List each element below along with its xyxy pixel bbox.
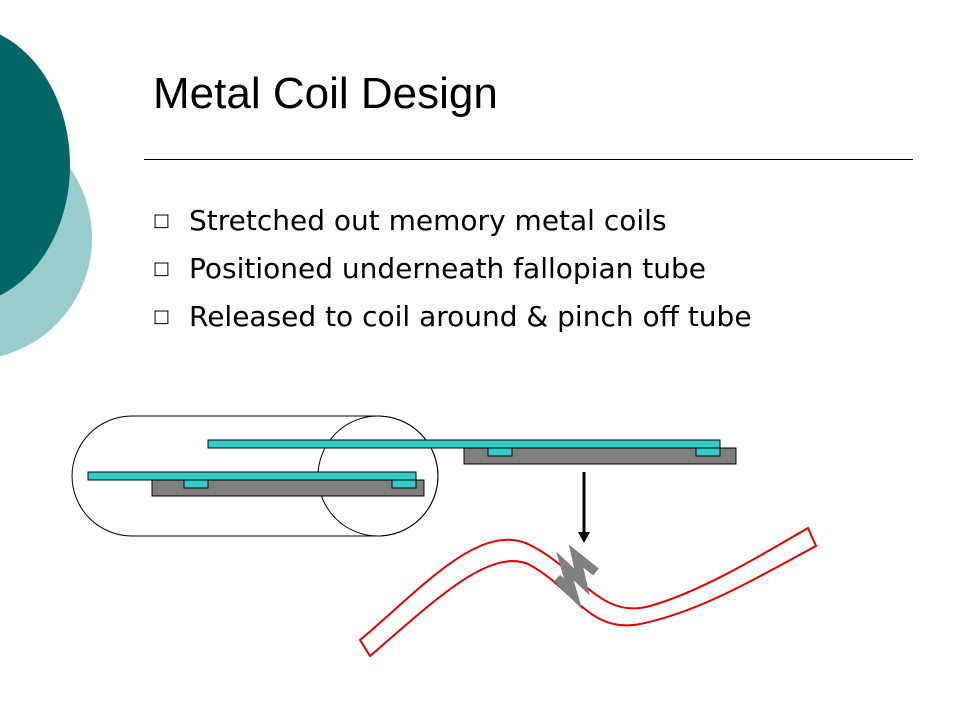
slide-title: Metal Coil Design [153, 69, 498, 118]
bullet-item: □ Stretched out memory metal coils [153, 196, 752, 244]
metal-coil-upper [207, 439, 721, 449]
coil-tab-lower-right [391, 479, 417, 489]
bullet-text: Released to coil around & pinch off tube [189, 299, 752, 333]
pinch-point-marker [553, 544, 599, 610]
hollow-square-icon: □ [153, 209, 171, 231]
bullet-list: □ Stretched out memory metal coils □ Pos… [153, 196, 752, 340]
title-divider [144, 159, 913, 160]
bullet-item: □ Positioned underneath fallopian tube [153, 244, 752, 292]
release-arrow-head [578, 532, 590, 543]
metal-coil-lower [87, 471, 417, 481]
hollow-square-icon: □ [153, 257, 171, 279]
coil-tab-upper-right [695, 447, 721, 457]
bullet-item: □ Released to coil around & pinch off tu… [153, 292, 752, 340]
coil-tab-upper-left [487, 447, 513, 457]
bullet-text: Positioned underneath fallopian tube [189, 251, 706, 285]
decor-circle-dark [0, 34, 70, 296]
bullet-text: Stretched out memory metal coils [189, 203, 667, 237]
hollow-square-icon: □ [153, 305, 171, 327]
coil-tab-lower-left [183, 479, 209, 489]
pinched-fallopian-tube [358, 526, 818, 658]
